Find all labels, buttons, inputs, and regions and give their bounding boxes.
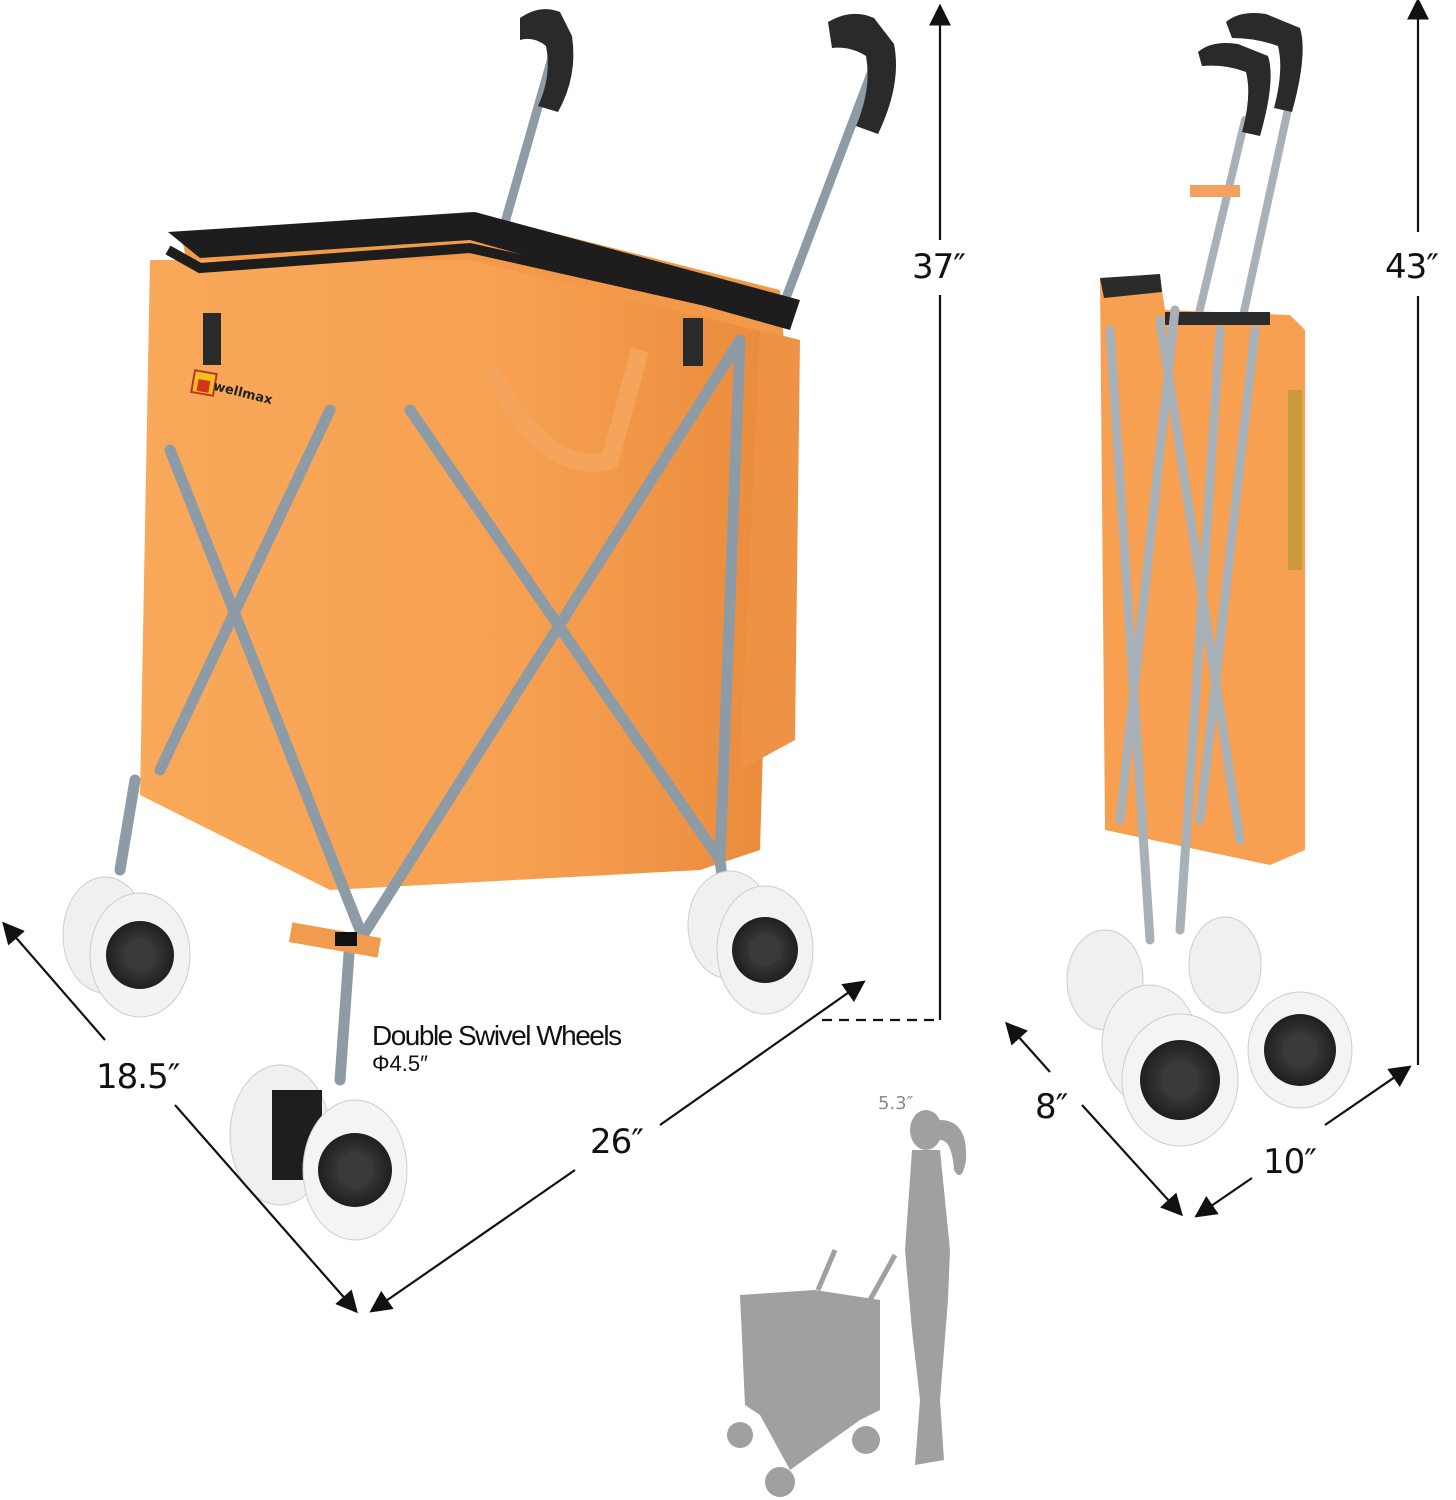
dimension-lines [2, 0, 1429, 1314]
x-frame [114, 334, 746, 1086]
open-width-label: 26″ [590, 1122, 644, 1162]
person-height-label: 5.3″ [878, 1093, 914, 1114]
open-height-label: 37″ [912, 247, 966, 287]
wheels-size: Φ4.5″ [372, 1051, 428, 1076]
folded-cart-illustration [1066, 13, 1353, 1147]
open-depth-label: 18.5″ [96, 1057, 180, 1097]
side-pocket [740, 330, 800, 770]
folded-depth-label: 8″ [1035, 1087, 1068, 1127]
size-comparison-silhouettes [727, 1110, 967, 1497]
wheel-front [229, 1064, 408, 1241]
folded-height-label: 43″ [1385, 247, 1439, 287]
cart-rim [168, 212, 800, 330]
wheel-back-left [62, 876, 191, 1018]
cart-silhouette-icon [727, 1249, 898, 1497]
person-silhouette-icon [905, 1110, 967, 1465]
handle-grip-icon [520, 9, 896, 134]
folded-width-label: 10″ [1263, 1142, 1317, 1182]
open-cart-illustration [62, 9, 896, 1241]
wheels-title: Double Swivel Wheels [372, 1020, 622, 1051]
wheel-back-right [687, 870, 814, 1015]
folded-wheels [1066, 916, 1353, 1147]
tote-handle [482, 347, 649, 473]
brand-logo-icon [190, 369, 218, 397]
